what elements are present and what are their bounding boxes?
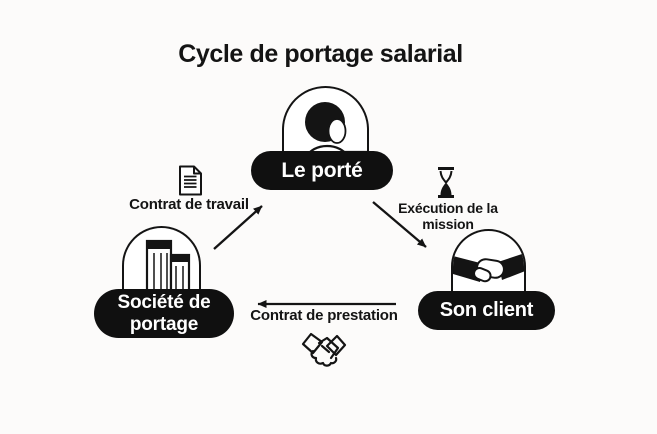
node-label: Le porté: [281, 158, 363, 182]
node-son-client: Son client: [418, 291, 555, 330]
edge-label-line2: mission: [422, 216, 474, 233]
hourglass-icon: [438, 167, 454, 198]
handshake-icon: [453, 253, 524, 283]
document-icon: [179, 165, 202, 196]
node-label: Son client: [439, 299, 534, 322]
edge-label-execution-mission: Exécution de la mission: [386, 200, 510, 232]
handshake-outline-icon: [301, 332, 347, 367]
diagram-title: Cycle de portage salarial: [178, 40, 463, 68]
node-societe-de-portage: Société de portage: [94, 289, 234, 338]
node-label-line1: Société de: [117, 291, 211, 313]
node-label-line2: portage: [129, 313, 199, 335]
edge-label-contrat-de-prestation: Contrat de prestation: [250, 307, 398, 324]
edge-label-contrat-de-travail: Contrat de travail: [129, 196, 249, 213]
edge-label-line1: Exécution de la: [398, 200, 498, 216]
node-le-porte: Le porté: [251, 151, 393, 190]
